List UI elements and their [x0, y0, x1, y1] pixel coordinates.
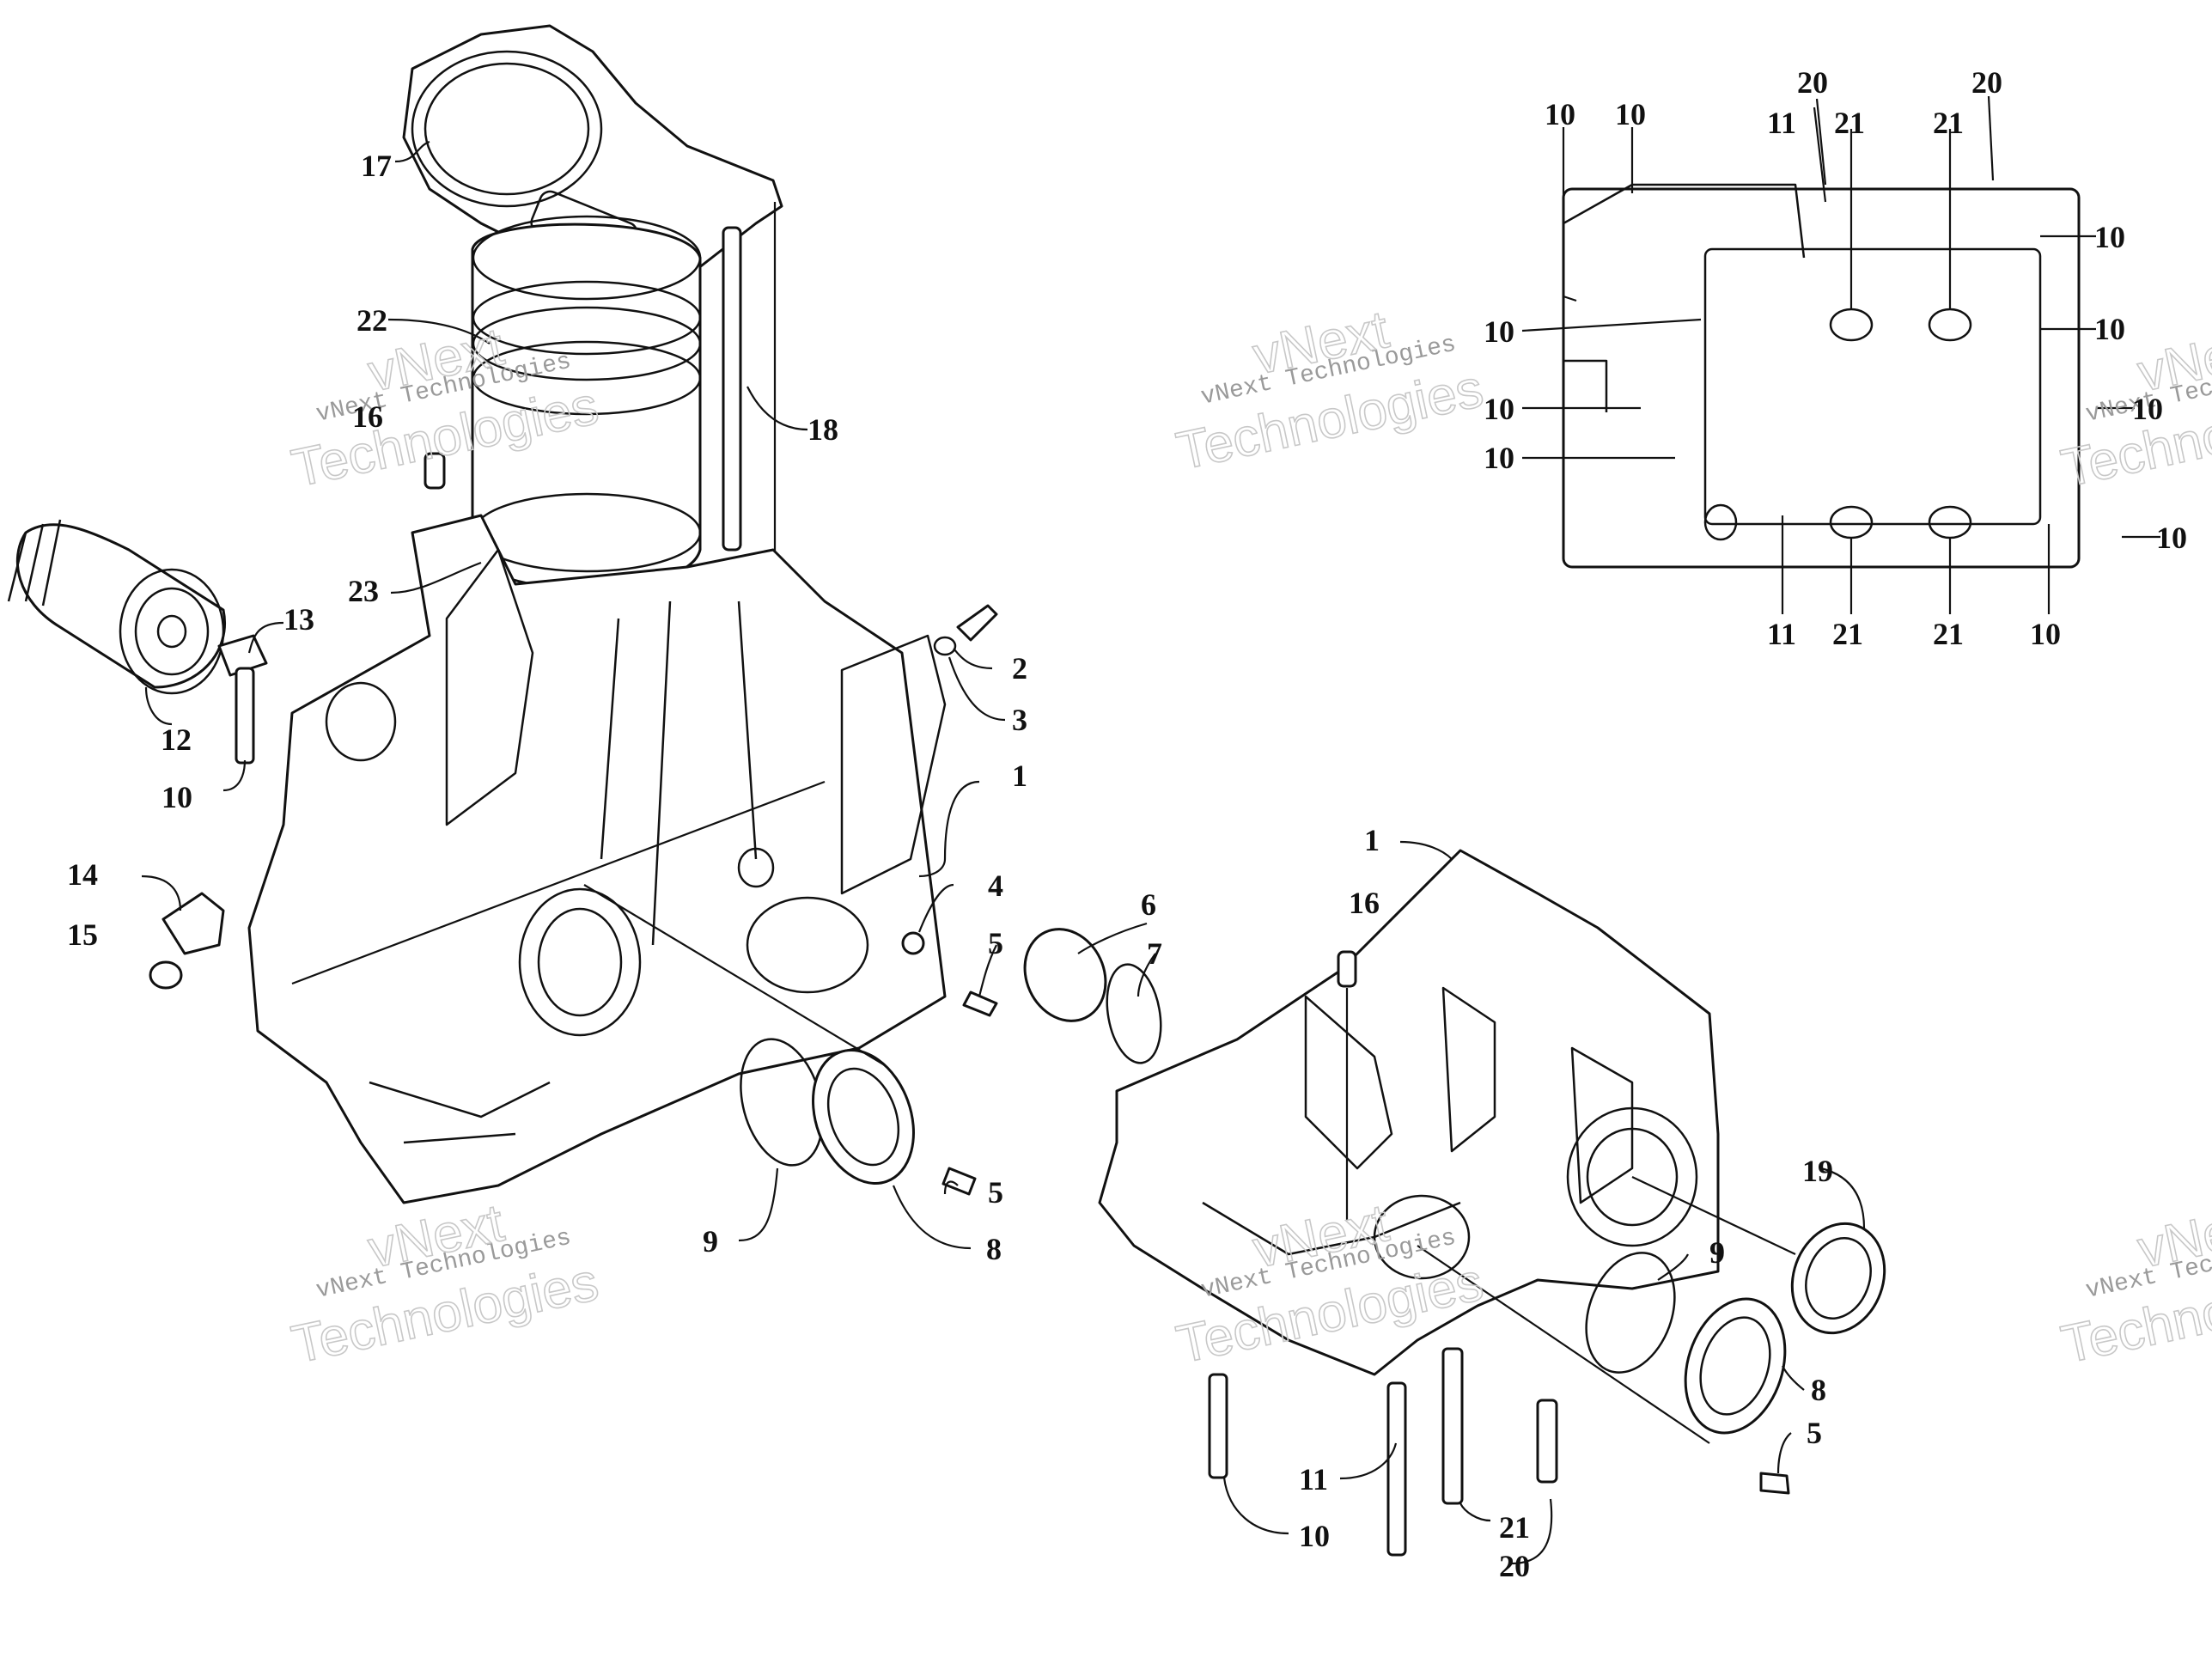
callout-t10-c: 10 [2094, 220, 2125, 254]
callout-5-mid: 5 [988, 1175, 1003, 1210]
callout-13: 13 [283, 602, 314, 637]
callout-17: 17 [361, 149, 392, 183]
callout-23: 23 [348, 574, 379, 608]
callout-6: 6 [1141, 887, 1156, 922]
screw-5-right [1759, 1472, 1790, 1495]
cover-8-right [1684, 1297, 1787, 1435]
callout-1-left: 1 [1012, 759, 1027, 793]
callout-t10-a: 10 [1545, 97, 1575, 131]
callout-t11-b: 11 [1767, 617, 1796, 651]
callout-t20-b: 20 [1971, 65, 2002, 100]
callout-18: 18 [807, 412, 838, 447]
o-ring-3 [933, 636, 957, 656]
callout-t10-b: 10 [1615, 97, 1646, 131]
callout-t10-d: 10 [2094, 312, 2125, 346]
crankcase-bottom-view [1562, 183, 2081, 569]
callout-t10-j: 10 [2030, 617, 2061, 651]
callout-labels: 17 22 16 18 23 13 12 10 2 3 1 14 15 4 6 … [67, 65, 2187, 1583]
plug-screw-15 [149, 960, 183, 990]
cover-6 [1023, 928, 1107, 1022]
callout-8-left: 8 [986, 1232, 1002, 1266]
svg-text:vNext: vNext [2133, 317, 2212, 403]
o-ring-7 [1106, 963, 1162, 1064]
seal-19 [1790, 1222, 1886, 1335]
bolt-10-lower [1208, 1373, 1228, 1479]
cover-8-left [812, 1049, 915, 1185]
crankcase-left-half [247, 514, 947, 1204]
callout-16-left: 16 [352, 399, 383, 434]
crankcase-lower-half [1098, 849, 1720, 1376]
svg-text:vNext: vNext [2133, 1193, 2212, 1279]
callout-20-lower: 20 [1499, 1549, 1530, 1583]
callout-5-upper: 5 [988, 926, 1003, 960]
screw-5-left [941, 1167, 977, 1196]
bolt-21-lower [1441, 1347, 1464, 1505]
bolt-11-lower [1386, 1381, 1407, 1557]
plug-4 [901, 931, 925, 955]
callout-5-right: 5 [1807, 1416, 1822, 1450]
callout-8-right: 8 [1811, 1373, 1826, 1407]
callout-t10-g: 10 [1484, 314, 1514, 349]
breather-fitting-2 [956, 604, 998, 642]
callout-t21-b: 21 [1933, 106, 1964, 140]
o-ring-9-right [1585, 1252, 1676, 1374]
callout-22: 22 [356, 303, 387, 338]
callout-7: 7 [1147, 936, 1162, 971]
callout-t10-i: 10 [1484, 441, 1514, 475]
oil-filter [7, 519, 226, 695]
callout-t20-a: 20 [1797, 65, 1828, 100]
dowel-pin-right [1337, 950, 1357, 1220]
callout-9-right: 9 [1709, 1235, 1725, 1270]
callout-9-left: 9 [703, 1224, 718, 1259]
screw-left-10 [235, 667, 255, 765]
watermark-2: vNext Technologies vNext Technologies [1171, 299, 1489, 482]
callout-t21-d: 21 [1933, 617, 1964, 651]
dowel-pin-left [424, 452, 446, 490]
callout-10-left: 10 [161, 780, 192, 814]
callout-11-lower: 11 [1299, 1462, 1328, 1496]
oil-filter-nipple [217, 634, 268, 677]
callout-t10-f: 10 [2156, 521, 2187, 555]
leader-lines [141, 95, 2160, 1565]
cylinder-liner [471, 215, 702, 590]
callout-21-lower: 21 [1499, 1510, 1530, 1545]
callout-t21-c: 21 [1832, 617, 1863, 651]
bolt-20-lower [1536, 1399, 1558, 1484]
callout-t10-e: 10 [2132, 392, 2163, 426]
callout-15: 15 [67, 917, 98, 952]
callout-t21-a: 21 [1834, 106, 1865, 140]
screw-5-upper [962, 990, 998, 1017]
callout-t11-a: 11 [1767, 106, 1796, 140]
callout-19: 19 [1802, 1154, 1833, 1188]
callout-3: 3 [1012, 703, 1027, 737]
watermark-6: vNext Technologies vNext Technologies [2056, 1192, 2212, 1375]
callout-10-lower: 10 [1299, 1519, 1330, 1553]
callout-2: 2 [1012, 651, 1027, 686]
callout-14: 14 [67, 857, 98, 892]
watermark-4: vNext Technologies vNext Technologies [286, 1192, 604, 1375]
callout-t10-h: 10 [1484, 392, 1514, 426]
callout-16-right: 16 [1349, 886, 1380, 920]
callout-4: 4 [988, 869, 1003, 903]
oil-pressure-switch [161, 892, 225, 955]
callout-12: 12 [161, 722, 192, 757]
callout-1-right: 1 [1364, 823, 1380, 857]
